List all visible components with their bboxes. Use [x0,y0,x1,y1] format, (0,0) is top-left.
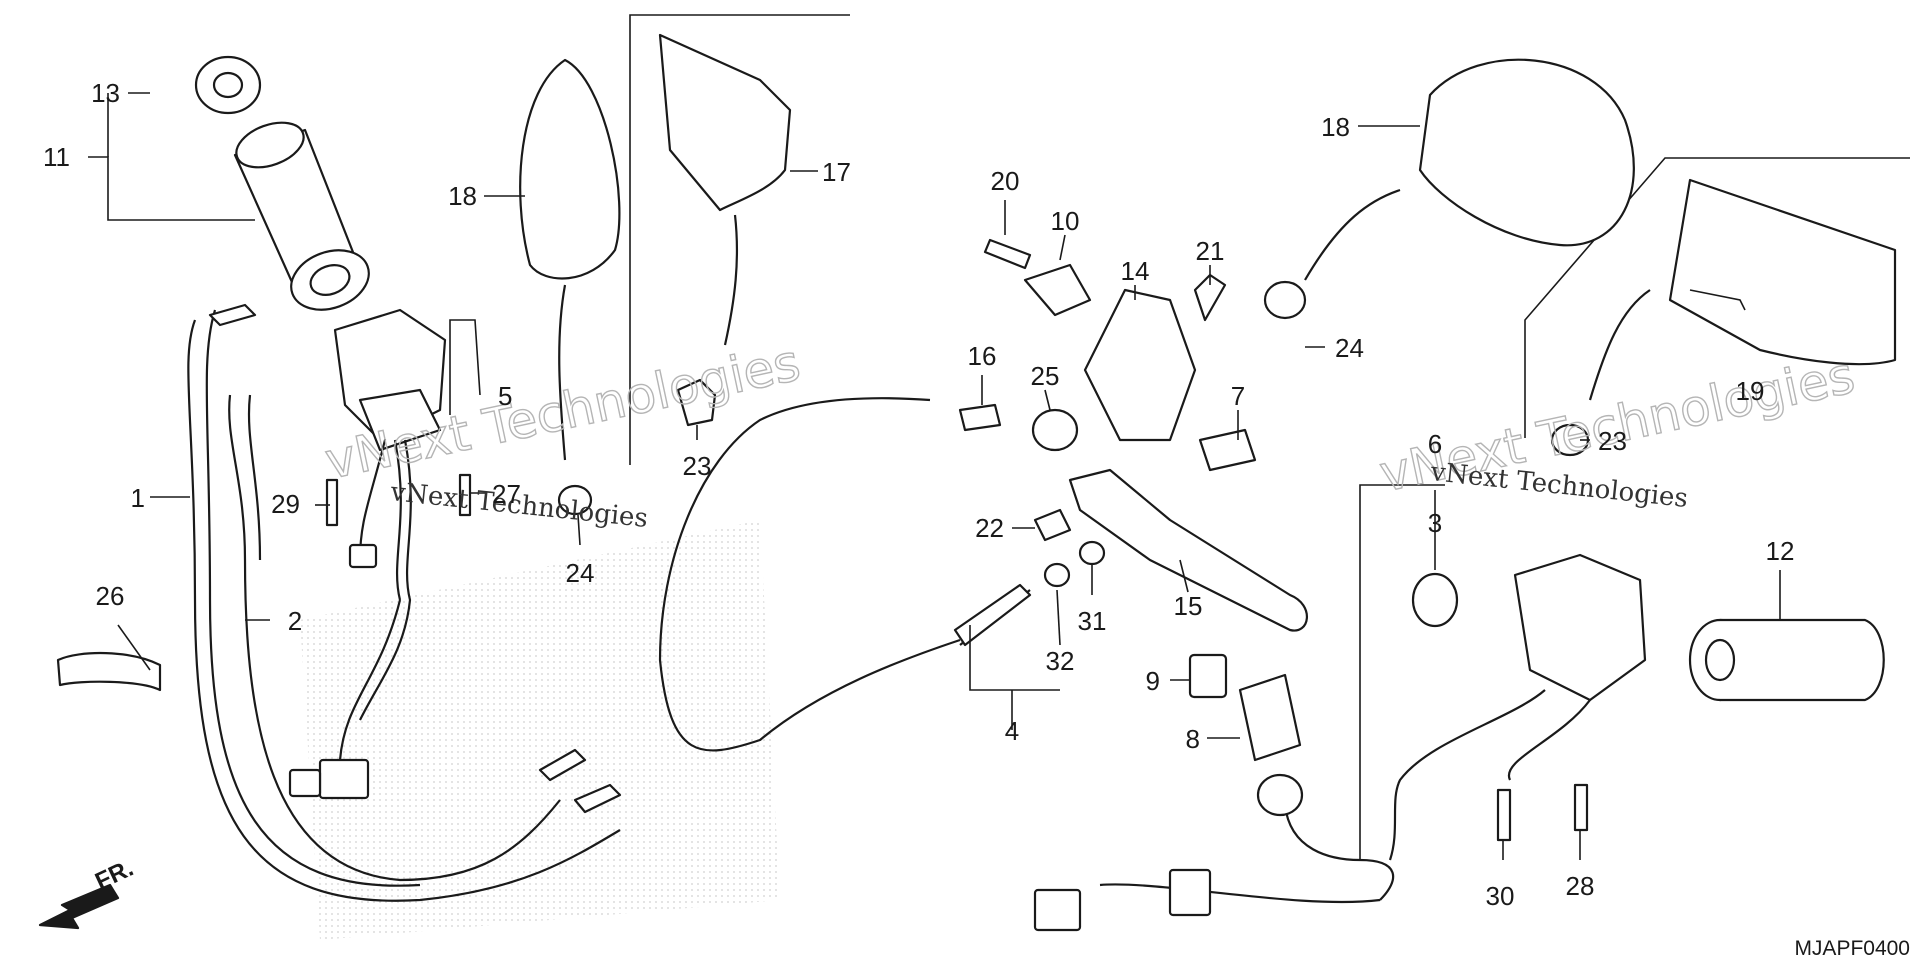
callout-26: 26 [96,581,125,611]
relay-8 [1238,673,1302,762]
throttle-cable-1 [187,303,621,902]
screw-30 [1496,788,1512,842]
callout-20: 20 [991,166,1020,196]
callout-24-left: 24 [566,558,595,588]
screw-28 [1573,783,1589,832]
diagram-code: MJAPF0400 [1794,937,1910,960]
callout-27: 27 [492,479,521,509]
left-switch-harness [288,439,412,800]
callout-17: 17 [822,157,851,187]
callout-14: 14 [1121,256,1150,286]
callout-25: 25 [1031,361,1060,391]
clutch-lever-15 [1068,468,1308,632]
callout-23-right: 23 [1598,426,1627,456]
cable-band-26 [56,651,162,692]
lock-nut-25 [1031,408,1079,452]
throttle-cable-2 [228,394,622,882]
callout-6: 6 [1428,429,1442,459]
callout-24-right: 24 [1335,333,1364,363]
callout-11: 11 [43,142,70,172]
collar-3 [1411,572,1459,628]
callout-18-left: 18 [448,181,477,211]
clamp-10 [1023,263,1092,317]
nut-24-left [557,484,593,516]
callout-9: 9 [1146,666,1160,696]
callout-10: 10 [1051,206,1080,236]
callout-23-left: 23 [683,451,712,481]
callout-32: 32 [1046,646,1075,676]
callout-16: 16 [968,341,997,371]
callout-4: 4 [1005,716,1019,746]
callout-22: 22 [975,513,1004,543]
callout-12: 12 [1766,536,1795,566]
clutch-cable-4 [658,397,1032,752]
nut-24-right [1263,280,1307,320]
main-wire-harness [1033,773,1395,932]
screw-27 [458,473,472,517]
nut-31 [1078,540,1106,566]
callout-18-right: 18 [1321,112,1350,142]
front-direction-arrow: FR. [38,855,138,930]
nut-22 [1033,508,1072,542]
left-switch-housing-5 [333,308,447,569]
leader-lines [88,92,1781,860]
nut-32 [1043,562,1071,588]
relay-9 [1188,653,1228,699]
screw-29 [325,478,339,527]
callout-21: 21 [1196,236,1225,266]
left-mirror-18 [519,58,621,461]
callout-13: 13 [91,78,120,108]
section-line-left [629,14,850,465]
callout-15: 15 [1174,591,1203,621]
callout-30: 30 [1486,881,1515,911]
callout-3: 3 [1428,508,1442,538]
callout-2: 2 [288,606,302,636]
callout-28: 28 [1566,871,1595,901]
right-mirror-18 [1304,58,1635,281]
right-switch-housing-6 [1388,553,1647,861]
clutch-switch-7 [1198,428,1257,472]
adjuster-16 [958,403,1002,432]
bolt-20 [983,238,1032,270]
callout-31: 31 [1078,606,1107,636]
throttle-grip-11 [194,55,370,311]
nut-23-left [676,378,717,427]
callout-5: 5 [498,381,512,411]
callout-29: 29 [271,489,300,519]
brand-background-dots [300,520,780,940]
right-mirror-19 [1588,178,1897,401]
clutch-lever-bracket-14 [1083,288,1197,442]
bolt-21 [1193,273,1227,322]
right-grip-12 [1688,618,1885,702]
callout-7: 7 [1231,381,1245,411]
callout-8: 8 [1186,724,1200,754]
left-mirror-17 [658,33,792,346]
callout-19: 19 [1736,376,1765,406]
callout-1: 1 [131,483,145,513]
callout-labels: 13 11 1 2 26 5 29 27 18 17 23 24 20 10 1… [43,78,1794,911]
